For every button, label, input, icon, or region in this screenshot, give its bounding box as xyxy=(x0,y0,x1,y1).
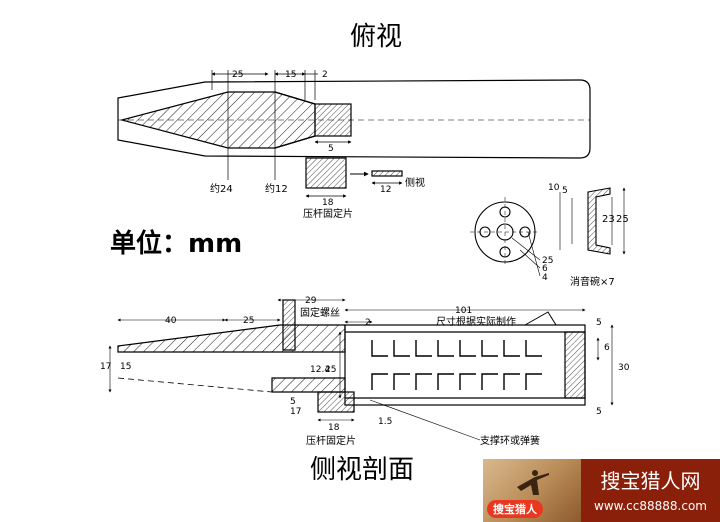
site-watermark: 搜宝猎人 搜宝猎人网 www.cc88888.com xyxy=(483,459,720,522)
svg-text:2: 2 xyxy=(322,70,328,80)
side-section xyxy=(108,298,614,441)
clamp-piece-top xyxy=(305,157,347,189)
svg-text:25: 25 xyxy=(616,214,629,225)
svg-text:17: 17 xyxy=(100,362,111,372)
watermark-site-title: 搜宝猎人网 xyxy=(600,469,701,493)
svg-text:10: 10 xyxy=(548,183,560,193)
side-view-label: 侧视 xyxy=(405,176,425,189)
hunter-icon xyxy=(517,470,549,495)
clamp-piece-side xyxy=(371,170,403,177)
support-ring-label: 支撑环或弹簧 xyxy=(480,434,540,447)
svg-text:5: 5 xyxy=(328,144,334,154)
svg-text:5: 5 xyxy=(596,318,602,328)
svg-text:2: 2 xyxy=(365,318,371,328)
baffle-row-top xyxy=(371,340,542,357)
fixing-screw-label: 固定螺丝 xyxy=(300,306,340,319)
side-section-tube xyxy=(344,324,586,406)
svg-text:101: 101 xyxy=(455,306,472,316)
svg-text:25: 25 xyxy=(325,365,336,375)
top-view-title: 俯视 xyxy=(350,22,402,52)
svg-text:23: 23 xyxy=(602,214,615,225)
svg-text:5: 5 xyxy=(562,186,568,196)
svg-text:18: 18 xyxy=(322,198,334,208)
svg-text:15: 15 xyxy=(120,362,131,372)
clamp-piece-lower xyxy=(317,391,355,413)
side-section-dims: 40 25 29 固定螺丝 2 101 尺寸根据实际制作 5 17 15 12.… xyxy=(100,296,630,447)
size-note-label: 尺寸根据实际制作 xyxy=(436,315,516,328)
svg-text:17: 17 xyxy=(290,407,301,417)
side-section-title: 侧视剖面 xyxy=(310,455,414,485)
svg-text:1.5: 1.5 xyxy=(378,417,392,427)
side-section-upper-wedge xyxy=(117,324,346,353)
svg-text:4: 4 xyxy=(542,273,548,283)
top-view-body xyxy=(117,79,591,159)
baffle-row-bottom xyxy=(371,373,542,390)
approx12-label: 约12 xyxy=(265,182,288,195)
watermark-logo: 搜宝猎人 xyxy=(483,459,581,522)
end-cap xyxy=(564,331,586,399)
side-section-lower-block xyxy=(271,377,346,393)
svg-text:29: 29 xyxy=(305,296,317,306)
watermark-banner: 搜宝猎人网 www.cc88888.com xyxy=(581,459,720,522)
clamp-piece-lower-label: 压杆固定片 xyxy=(306,434,356,447)
svg-text:18: 18 xyxy=(328,423,340,433)
svg-text:6: 6 xyxy=(542,264,548,274)
svg-text:5: 5 xyxy=(596,407,602,417)
svg-text:15: 15 xyxy=(285,70,296,80)
baffle-profile xyxy=(587,187,611,255)
svg-text:25: 25 xyxy=(243,316,254,326)
svg-text:30: 30 xyxy=(618,363,630,373)
svg-text:5: 5 xyxy=(290,397,296,407)
svg-text:12: 12 xyxy=(380,185,391,195)
watermark-url: www.cc88888.com xyxy=(594,499,707,513)
baffle-detail xyxy=(470,187,626,277)
svg-text:6: 6 xyxy=(604,343,610,353)
svg-text:40: 40 xyxy=(165,316,177,326)
approx24-label: 约24 xyxy=(210,182,233,195)
svg-text:12.4: 12.4 xyxy=(310,365,330,375)
baffle-label: 消音碗×7 xyxy=(570,275,615,288)
top-view-dims: 25 15 2 5 约24 约12 18 压杆固定片 12 侧视 xyxy=(210,70,425,220)
fixing-screw xyxy=(282,299,296,351)
baffle-dims: 10 5 23 25 25 6 4 消音碗×7 xyxy=(542,183,629,288)
watermark-logo-text: 搜宝猎人 xyxy=(487,500,543,518)
svg-text:25: 25 xyxy=(542,256,553,266)
top-view xyxy=(117,70,591,198)
svg-text:25: 25 xyxy=(232,70,243,80)
clamp-piece-label: 压杆固定片 xyxy=(303,207,353,220)
unit-label: 单位：mm xyxy=(110,228,242,259)
